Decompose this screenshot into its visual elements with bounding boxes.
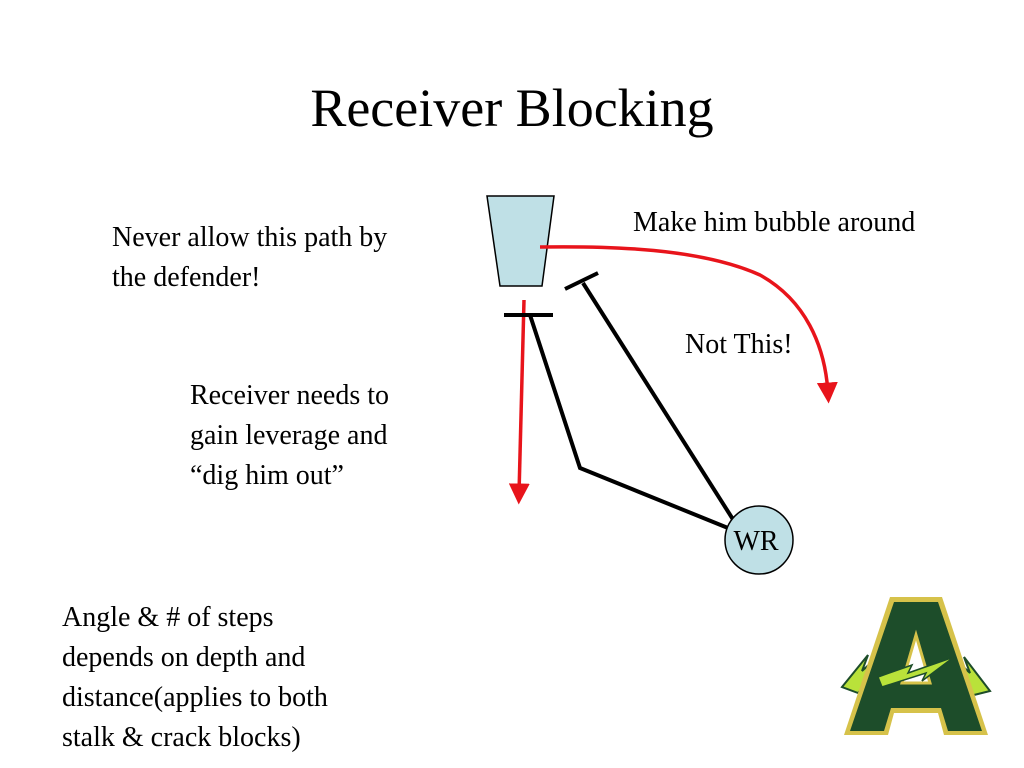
angle-note: Angle & # of steps depends on depth and …	[62, 598, 328, 758]
receiver-label: WR	[733, 526, 778, 557]
defender-shape	[486, 195, 555, 287]
never-allow-note: Never allow this path by the defender!	[112, 218, 387, 298]
never-allow-line-2: the defender!	[112, 262, 261, 293]
never-allow-line-1: Never allow this path by	[112, 222, 388, 253]
angle-line-2: depends on depth and	[62, 642, 306, 673]
angle-line-3: distance(applies to both	[62, 682, 328, 713]
leverage-line-3: “dig him out”	[190, 460, 344, 491]
leverage-note: Receiver needs to gain leverage and “dig…	[190, 376, 389, 496]
lightning-center-icon	[877, 656, 955, 688]
angle-line-1: Angle & # of steps	[62, 602, 274, 633]
block-line-dig-out	[528, 314, 729, 530]
bubble-note: Make him bubble around	[633, 207, 916, 238]
never-allow-path	[508, 299, 530, 505]
angle-line-4: stalk & crack blocks)	[62, 722, 301, 753]
leverage-line-2: gain leverage and	[190, 420, 388, 451]
bubble-path	[539, 245, 838, 404]
block-end-not-this	[564, 271, 599, 291]
receiver-circle	[724, 505, 794, 575]
leverage-line-1: Receiver needs to	[190, 380, 390, 411]
slide-title: Receiver Blocking	[310, 78, 714, 138]
not-this-note: Not This!	[685, 329, 793, 360]
block-line-not-this	[581, 281, 736, 523]
school-logo	[840, 597, 992, 735]
